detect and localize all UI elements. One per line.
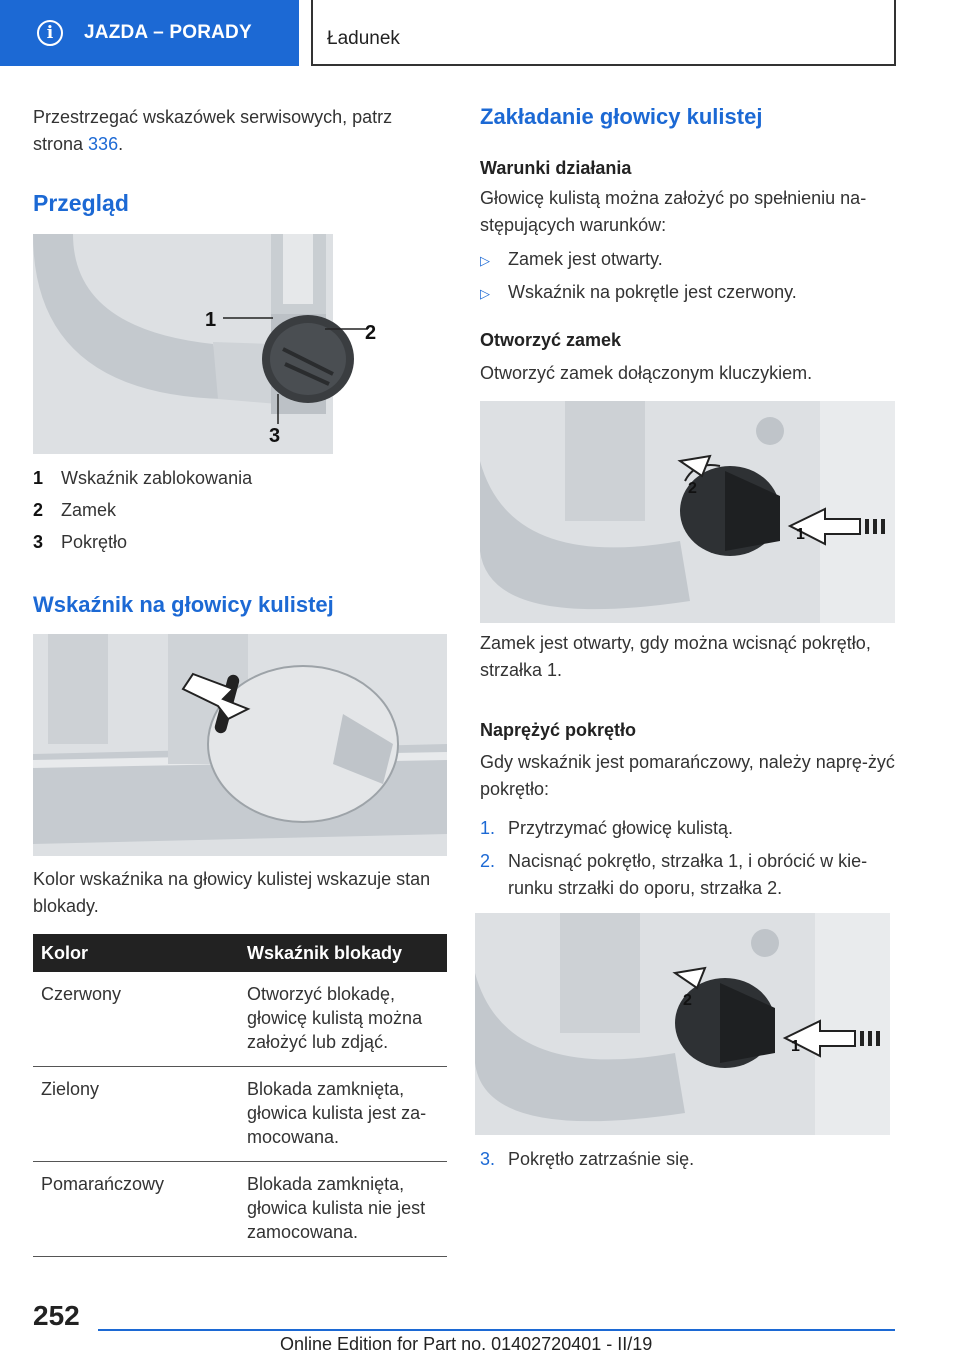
intro-text: Przestrzegać wskazówek serwisowych, patr… bbox=[33, 107, 393, 154]
tension-heading: Naprężyć pokrętło bbox=[480, 720, 637, 740]
list-item: 2. Nacisnąć pokrętło, strzałka 1, i obró… bbox=[480, 851, 868, 898]
tension-figure: 1 2 bbox=[475, 913, 890, 1135]
open-lock-text: Otworzyć zamek dołączonym kluczykiem. bbox=[480, 363, 813, 383]
indicator-illustration bbox=[33, 634, 447, 856]
arrow-callout-2: 2 bbox=[683, 992, 692, 1009]
open-lock-illustration: 1 2 bbox=[480, 401, 895, 623]
section-tab[interactable]: i JAZDA – PORADY bbox=[0, 0, 299, 66]
info-icon: i bbox=[37, 20, 63, 46]
table-cell: Otworzyć blokadę, głowicę kulistą można … bbox=[239, 972, 447, 1067]
footer-divider bbox=[98, 1329, 895, 1331]
tension-illustration: 1 2 bbox=[475, 913, 890, 1135]
arrow-callout-1: 1 bbox=[791, 1038, 800, 1055]
table-row: Pomarańczowy Blokada zamknięta, głowica … bbox=[33, 1161, 447, 1257]
open-lock-caption: Zamek jest otwarty, gdy można wcisnąć po… bbox=[480, 633, 871, 680]
table-row: Zielony Blokada zamknięta, głowica kulis… bbox=[33, 1066, 447, 1162]
open-lock-figure: 1 2 bbox=[480, 401, 895, 623]
table-cell: Blokada zamknięta, głowica kulista jest … bbox=[239, 1066, 447, 1162]
indicator-figure bbox=[33, 634, 447, 856]
final-step: 3. Pokrętło zatrzaśnie się. bbox=[480, 1146, 895, 1173]
page-title-box: Ładunek bbox=[311, 0, 896, 66]
overview-heading: Przegląd bbox=[33, 190, 129, 216]
callout-2: 2 bbox=[365, 322, 376, 344]
indicator-text: Kolor wskaźnika na głowicy kulistej wska… bbox=[33, 869, 431, 916]
mount-heading: Zakładanie głowicy kulistej bbox=[480, 104, 763, 129]
overview-illustration: 1 2 3 bbox=[33, 234, 376, 454]
table-cell: Blokada zamknięta, głowica kulista nie j… bbox=[239, 1161, 447, 1257]
triangle-bullet-icon: ▷ bbox=[480, 253, 490, 268]
open-lock-heading: Otworzyć zamek bbox=[480, 330, 622, 350]
push-arrow-icon bbox=[782, 1019, 856, 1058]
callout-3: 3 bbox=[269, 425, 280, 447]
arrow-callout-2: 2 bbox=[688, 480, 697, 497]
arrow-icon bbox=[181, 672, 251, 721]
page-title: Ładunek bbox=[327, 28, 400, 49]
table-header-row: Kolor Wskaźnik blokady bbox=[33, 934, 447, 972]
conditions-list: ▷ Zamek jest otwarty. ▷ Wskaźnik na pokr… bbox=[480, 246, 895, 312]
list-item: ▷ Wskaźnik na pokrętle jest czerwony. bbox=[480, 279, 895, 312]
triangle-bullet-icon: ▷ bbox=[480, 286, 490, 301]
tension-text: Gdy wskaźnik jest pomarańczowy, należy n… bbox=[480, 752, 895, 799]
push-arrow-icon bbox=[787, 507, 861, 546]
table-header-indicator: Wskaźnik blokady bbox=[239, 934, 447, 972]
page-header: i JAZDA – PORADY Ładunek bbox=[0, 0, 960, 66]
rotate-arrow-icon bbox=[672, 966, 707, 990]
tension-steps: 1. Przytrzymać głowicę kulistą. 2. Nacis… bbox=[480, 815, 895, 902]
list-item: 3. Pokrętło zatrzaśnie się. bbox=[480, 1149, 695, 1169]
conditions-text: Głowicę kulistą można założyć po spełnie… bbox=[480, 188, 867, 235]
conditions-heading: Warunki działania bbox=[480, 158, 632, 178]
overview-figure: 1 2 3 bbox=[33, 234, 447, 454]
indicator-heading: Wskaźnik na głowicy kulistej bbox=[33, 592, 334, 617]
table-cell: Zielony bbox=[33, 1066, 239, 1162]
edition-footer: Online Edition for Part no. 01402720401 … bbox=[280, 1334, 653, 1354]
arrow-callout-1: 1 bbox=[796, 526, 805, 543]
rotate-arrow-icon bbox=[677, 454, 712, 478]
table-cell: Pomarańczowy bbox=[33, 1161, 239, 1257]
list-item: ▷ Zamek jest otwarty. bbox=[480, 246, 895, 279]
indicator-table: Kolor Wskaźnik blokady Czerwony Otworzyć… bbox=[33, 934, 447, 1257]
page-link[interactable]: 336 bbox=[88, 134, 119, 154]
table-header-color: Kolor bbox=[33, 934, 239, 972]
table-row: Czerwony Otworzyć blokadę, głowicę kulis… bbox=[33, 972, 447, 1067]
section-title: JAZDA – PORADY bbox=[84, 22, 252, 43]
callout-1: 1 bbox=[205, 309, 216, 331]
table-cell: Czerwony bbox=[33, 972, 239, 1067]
list-item: 1. Przytrzymać głowicę kulistą. bbox=[480, 818, 734, 838]
page-number: 252 bbox=[33, 1300, 80, 1331]
